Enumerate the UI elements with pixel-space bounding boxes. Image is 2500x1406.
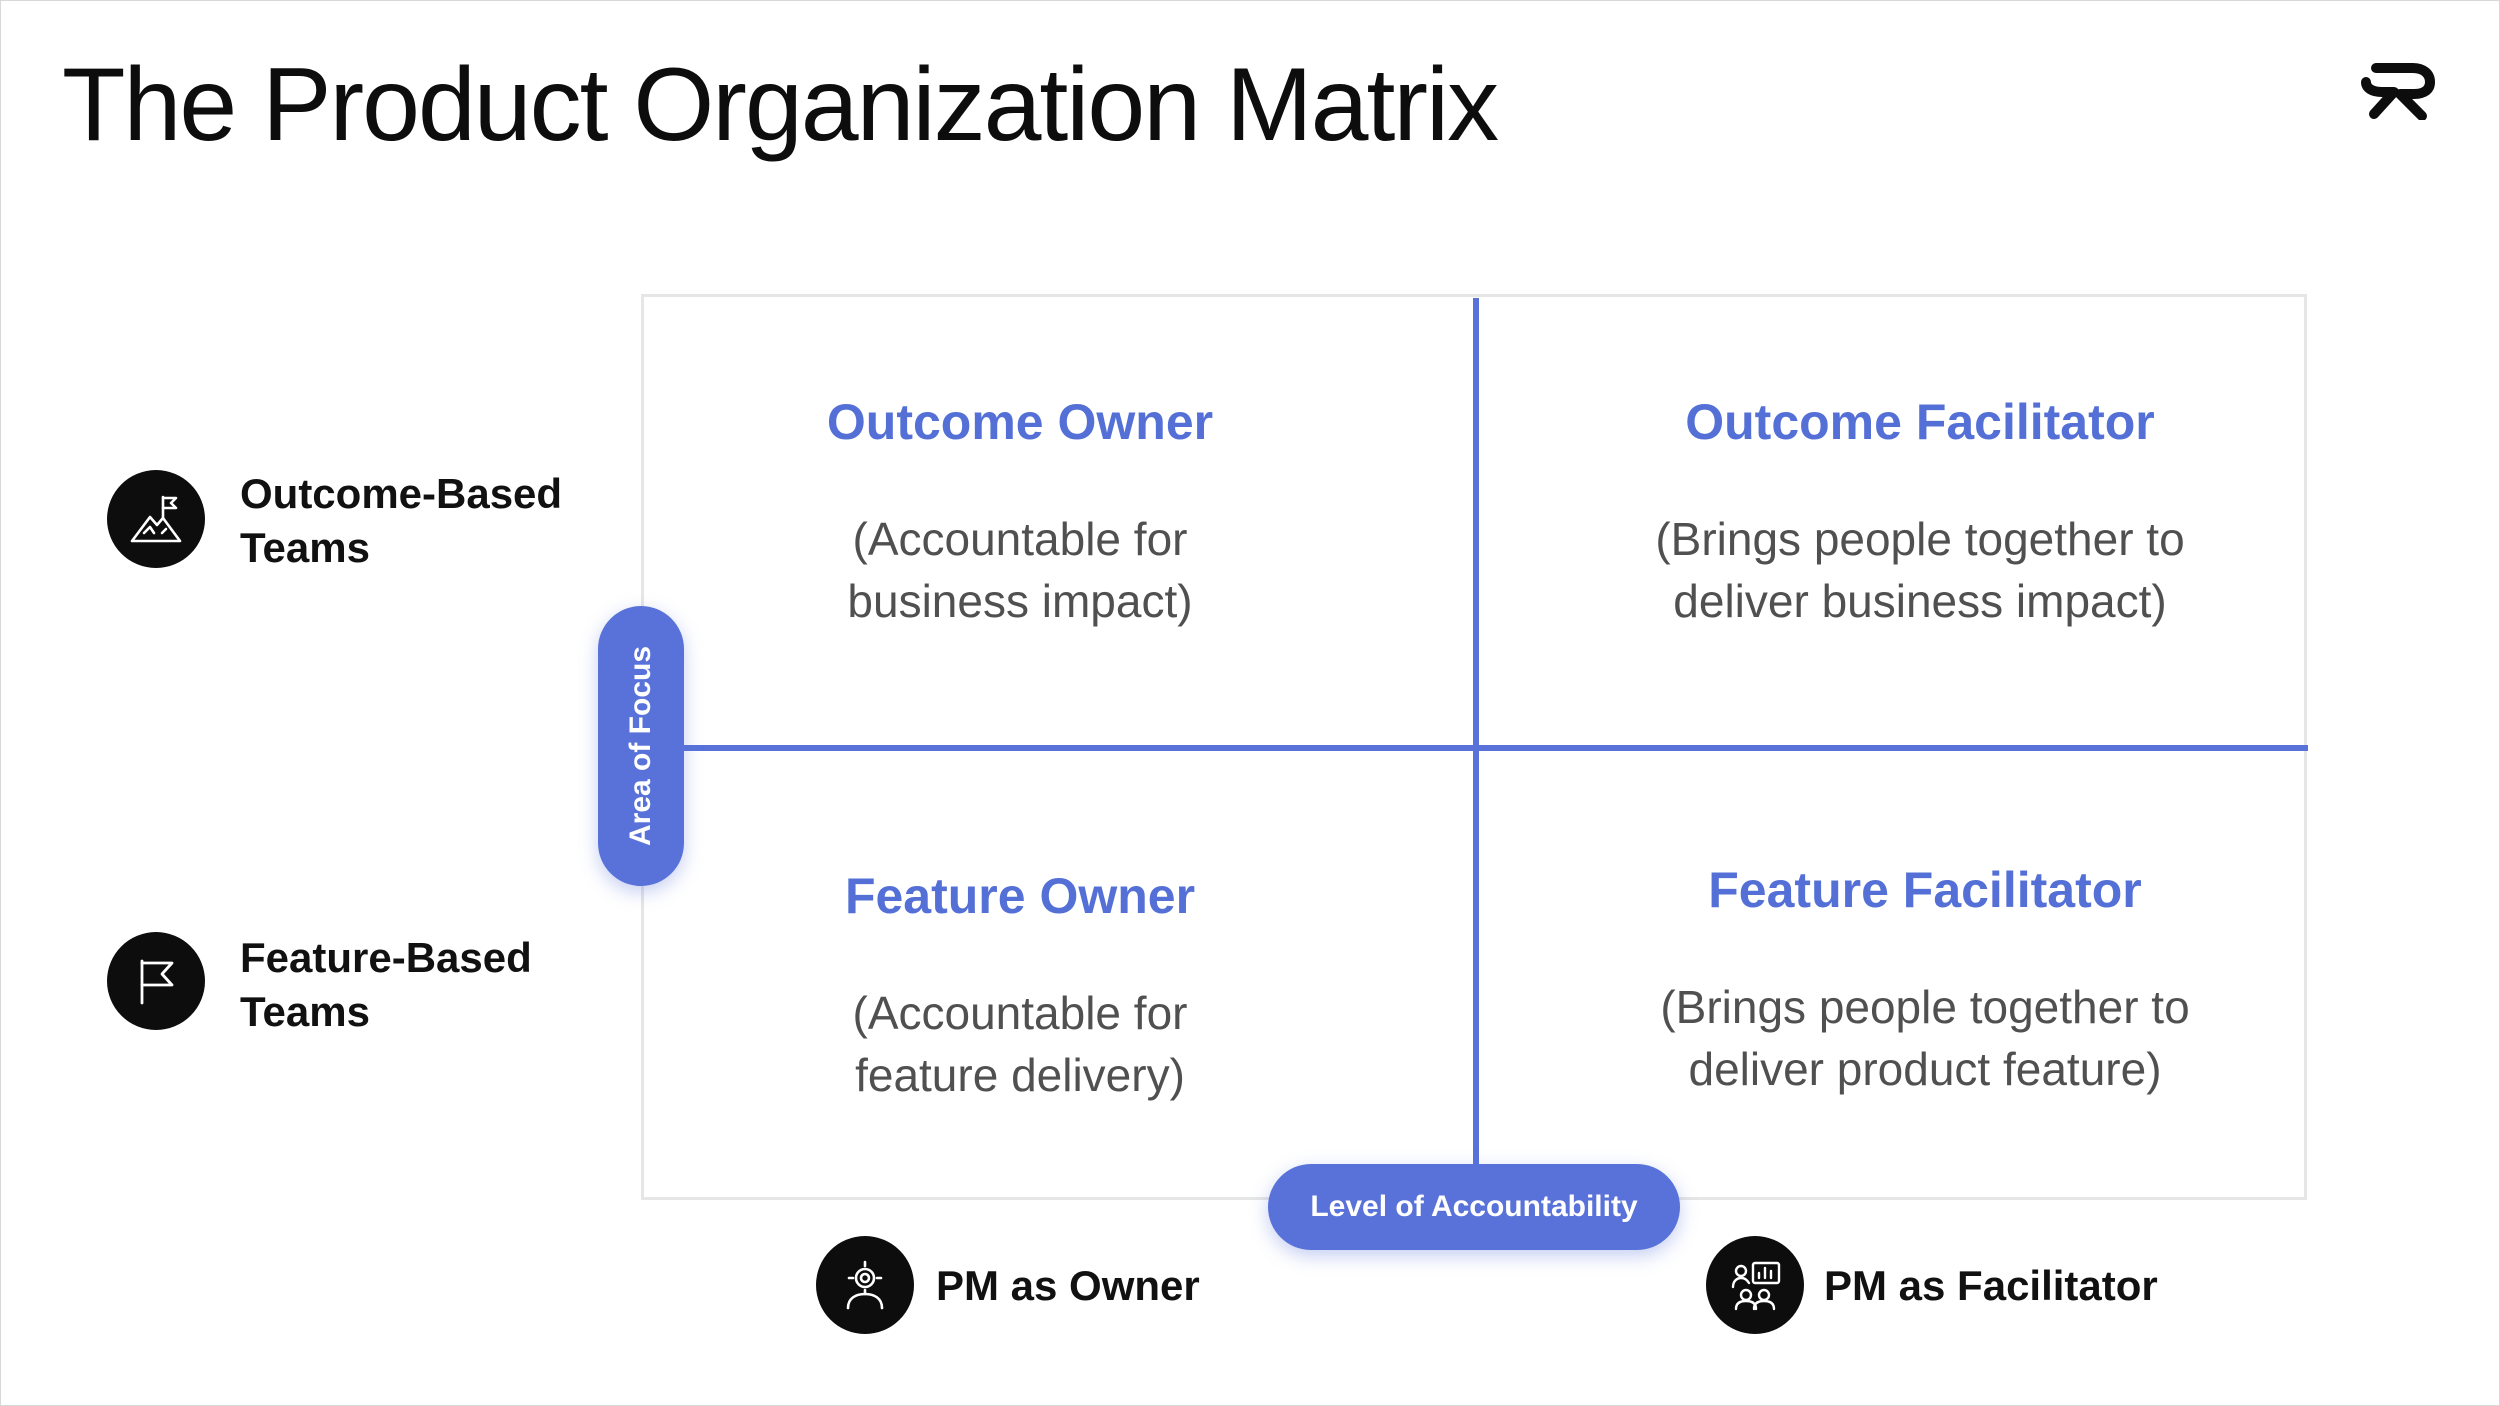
axis-label-level-of-accountability: Level of Accountability: [1268, 1164, 1680, 1250]
row-label-line: Feature-Based: [240, 934, 532, 981]
quadrant-description-line: feature delivery): [855, 1049, 1185, 1101]
row-label-feature-based: Feature-Based Teams: [240, 931, 532, 1039]
person-target-icon: [816, 1236, 914, 1334]
row-label-line: Outcome-Based: [240, 470, 563, 517]
mountain-flag-icon: [107, 470, 205, 568]
quadrant-description-line: (Accountable for: [852, 513, 1188, 565]
column-label-pm-as-facilitator: PM as Facilitator: [1824, 1262, 2158, 1309]
quadrant-feature-facilitator: Feature Facilitator (Brings people toget…: [1565, 860, 2285, 1100]
quadrant-outcome-owner: Outcome Owner (Accountable for business …: [680, 392, 1360, 632]
row-label-line: Teams: [240, 524, 370, 571]
quadrant-description-line: business impact): [847, 575, 1193, 627]
brand-logo-icon: [2361, 63, 2435, 120]
quadrant-title: Feature Facilitator: [1708, 862, 2142, 918]
horizontal-divider: [680, 745, 2308, 751]
quadrant-description: (Brings people together to deliver busin…: [1560, 508, 2280, 632]
row-label-outcome-based: Outcome-Based Teams: [240, 467, 562, 575]
quadrant-description-line: deliver product feature): [1688, 1043, 2162, 1095]
quadrant-feature-owner: Feature Owner (Accountable for feature d…: [680, 866, 1360, 1106]
flag-icon: [107, 932, 205, 1030]
quadrant-description: (Accountable for business impact): [680, 508, 1360, 632]
vertical-divider: [1473, 298, 1479, 1166]
quadrant-outcome-facilitator: Outcome Facilitator (Brings people toget…: [1560, 392, 2280, 632]
quadrant-description-line: deliver business impact): [1673, 575, 2167, 627]
row-label-line: Teams: [240, 988, 370, 1035]
axis-label-text: Area of Focus: [624, 645, 657, 847]
quadrant-description: (Accountable for feature delivery): [680, 982, 1360, 1106]
quadrant-description-line: (Accountable for: [852, 987, 1188, 1039]
slide-title: The Product Organization Matrix: [62, 47, 1499, 163]
column-label-pm-as-owner: PM as Owner: [936, 1262, 1200, 1309]
quadrant-description: (Brings people together to deliver produ…: [1565, 976, 2285, 1100]
quadrant-title: Outcome Owner: [826, 394, 1214, 450]
axis-label-area-of-focus: Area of Focus: [598, 606, 684, 886]
quadrant-description-line: (Brings people together to: [1660, 981, 2190, 1033]
quadrant-title: Outcome Facilitator: [1685, 394, 2155, 450]
quadrant-description-line: (Brings people together to: [1655, 513, 2185, 565]
quadrant-title: Feature Owner: [844, 868, 1196, 924]
presenter-group-icon: [1706, 1236, 1804, 1334]
